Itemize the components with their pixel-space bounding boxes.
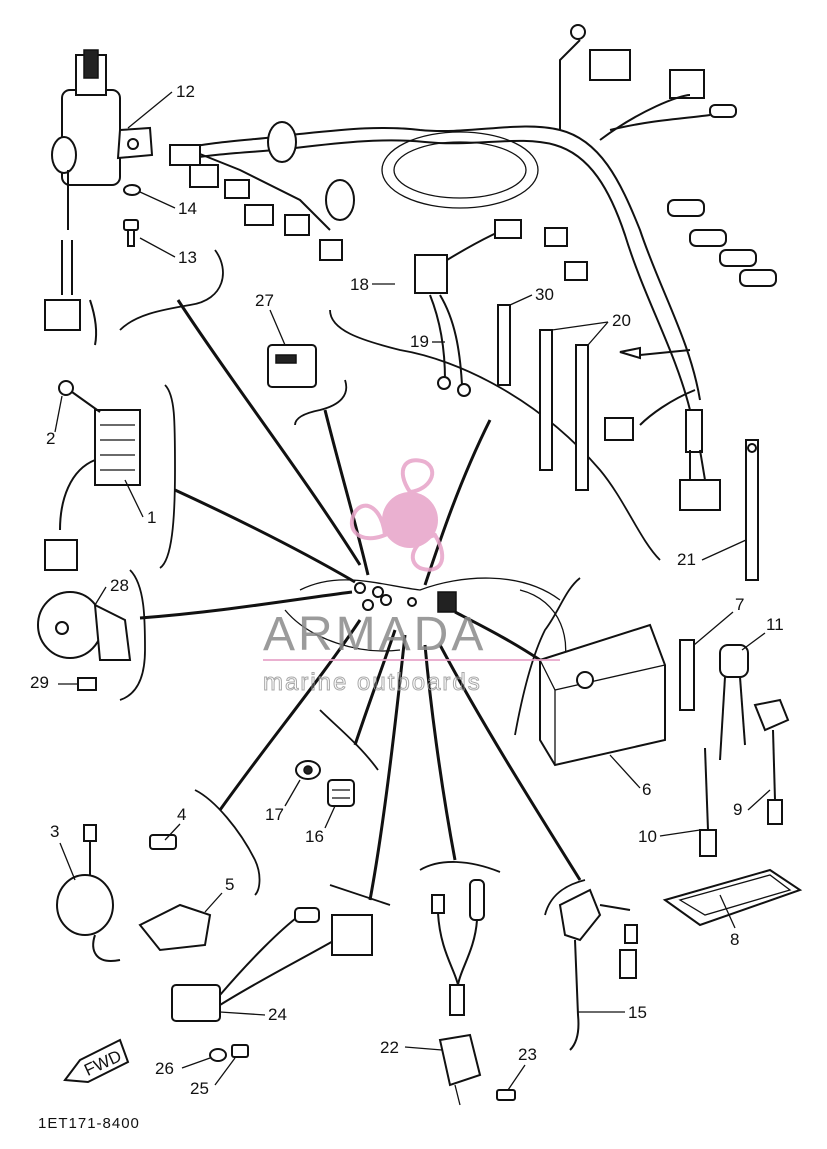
callout-17: 17 [265, 805, 284, 824]
callout-28: 28 [110, 576, 129, 595]
frame-outline [284, 577, 567, 681]
callout-21: 21 [677, 550, 696, 569]
watermark-brand: ARMADA [263, 608, 486, 661]
callout-25: 25 [190, 1079, 209, 1098]
callout-6: 6 [642, 780, 651, 799]
callout-7: 7 [735, 595, 744, 614]
callout-19: 19 [410, 332, 429, 351]
callout-labels: 12 14 13 18 19 30 20 27 2 1 28 29 21 7 1… [30, 82, 784, 1098]
callout-23: 23 [518, 1045, 537, 1064]
callout-18: 18 [350, 275, 369, 294]
callout-10: 10 [638, 827, 657, 846]
callout-26: 26 [155, 1059, 174, 1078]
armada-watermark: ARMADA marine outboards [263, 458, 560, 697]
watermark-tagline: marine outboards [263, 669, 482, 696]
main-switch [44, 49, 154, 346]
callout-20: 20 [612, 311, 631, 330]
propeller-hub-icon [382, 492, 438, 548]
callout-8: 8 [730, 930, 739, 949]
relay [267, 344, 317, 388]
callout-30: 30 [535, 285, 554, 304]
ignition-coil [56, 824, 212, 962]
rear-brake-switch [558, 888, 638, 1051]
callout-2: 2 [46, 429, 55, 448]
callout-3: 3 [50, 822, 59, 841]
callout-29: 29 [30, 673, 49, 692]
screw-13 [123, 219, 139, 247]
neutral-switch [295, 760, 355, 807]
callout-5: 5 [225, 875, 234, 894]
group-braces [119, 249, 661, 916]
leader-lines [139, 299, 582, 901]
washer-14 [123, 184, 141, 196]
callout-13: 13 [178, 248, 197, 267]
callout-27: 27 [255, 291, 274, 310]
callout-1: 1 [147, 508, 156, 527]
fwd-arrow-icon: FWD [63, 1038, 130, 1084]
battery [539, 623, 803, 927]
callout-24: 24 [268, 1005, 287, 1024]
callout-12: 12 [176, 82, 195, 101]
drawing-code: 1ET171-8400 [38, 1115, 140, 1132]
horn [37, 591, 132, 691]
callout-14: 14 [178, 199, 197, 218]
callout-11: 11 [766, 615, 784, 634]
flasher-relay [171, 907, 373, 1062]
callout-22: 22 [380, 1038, 399, 1057]
rectifier-regulator [44, 380, 141, 571]
callout-16: 16 [305, 827, 324, 846]
callout-4: 4 [177, 805, 186, 824]
brake-switch [431, 879, 516, 1106]
wire-harness [169, 24, 777, 511]
cable-ties [497, 304, 759, 581]
callout-9: 9 [733, 800, 742, 819]
callout-15: 15 [628, 1003, 647, 1022]
